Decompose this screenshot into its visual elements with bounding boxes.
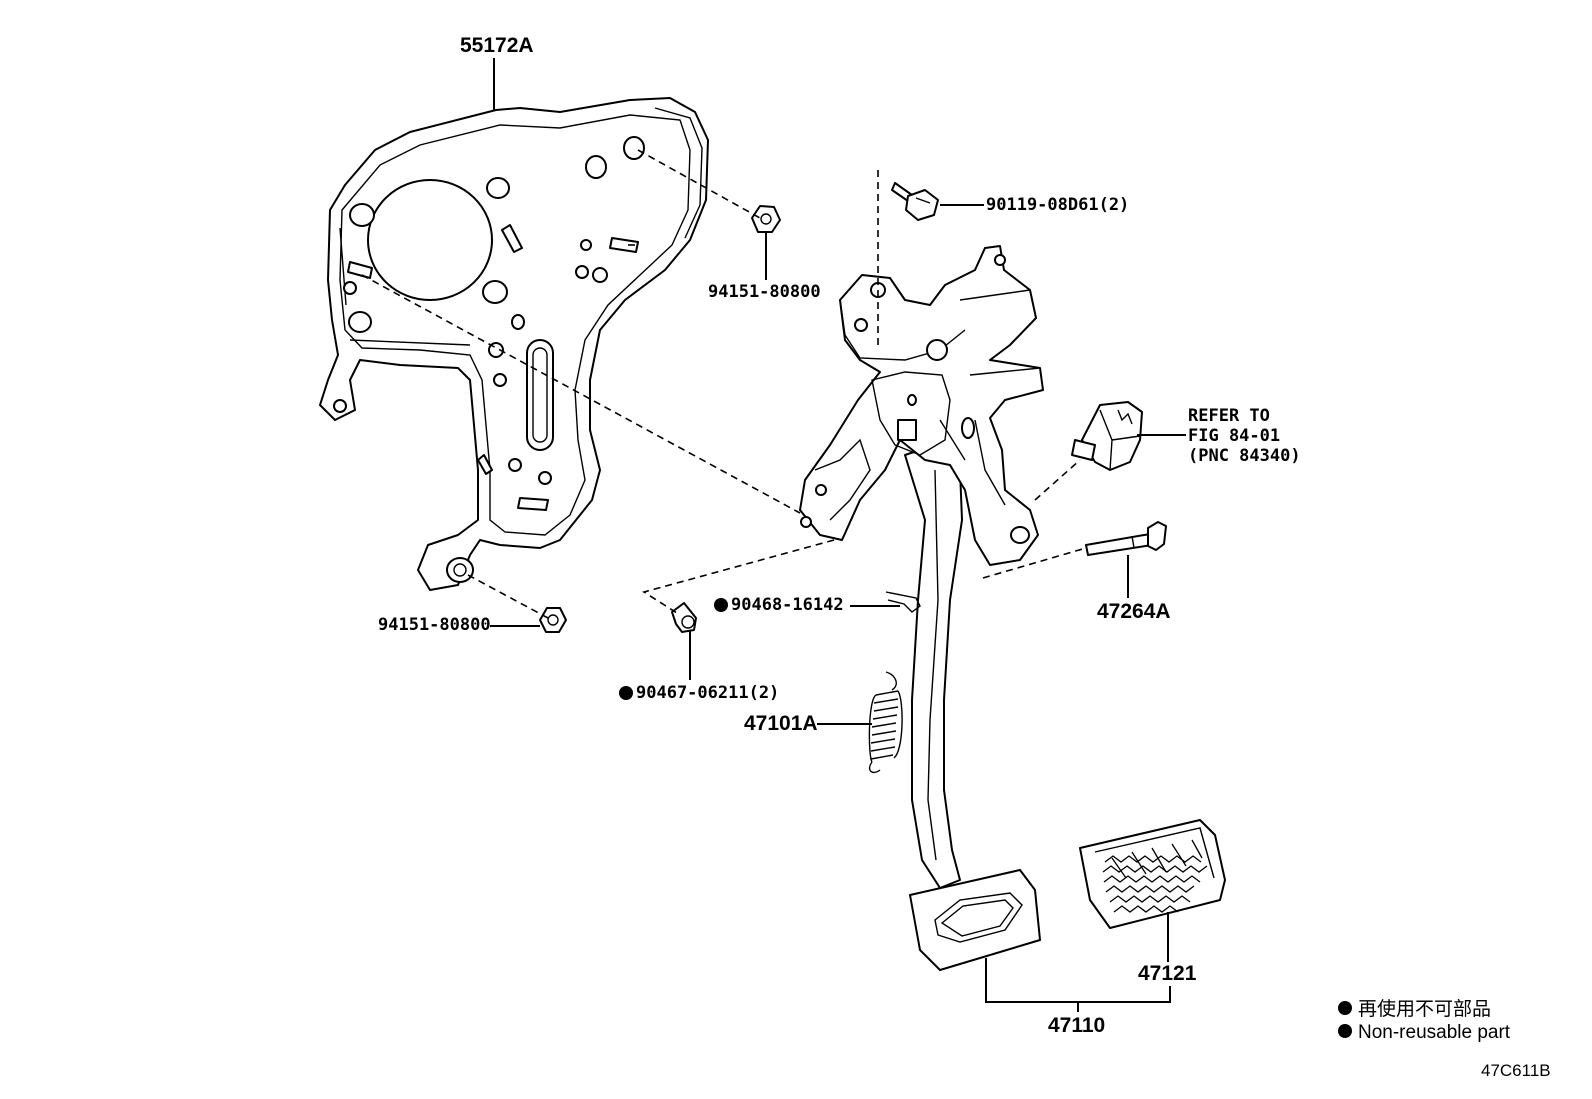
legend-line2: Non-reusable part <box>1358 1022 1511 1043</box>
brake-pedal-lever[interactable] <box>799 245 1044 971</box>
flange-nut-lower[interactable] <box>539 607 567 633</box>
legend-line1: 再使用不可部品 <box>1358 998 1491 1020</box>
return-spring[interactable] <box>868 671 903 774</box>
non-reusable-marker-bushing <box>619 686 633 700</box>
bolt[interactable] <box>891 182 939 221</box>
label-refer-line2: FIG 84-01 <box>1188 426 1280 446</box>
label-bolt: 90119-08D61(2) <box>986 195 1129 215</box>
pedal-pad[interactable] <box>1079 819 1226 929</box>
stop-lamp-switch[interactable] <box>1071 401 1143 471</box>
cotter-clip[interactable] <box>885 591 921 613</box>
bushing[interactable] <box>671 602 697 633</box>
flange-nut-upper[interactable] <box>751 205 781 233</box>
legend: 再使用不可部品 Non-reusable part <box>1338 998 1511 1043</box>
label-refer-line1: REFER TO <box>1188 406 1270 426</box>
clevis-pin[interactable] <box>1085 521 1167 556</box>
label-clip: 90468-16142 <box>731 595 844 615</box>
label-pedal-assy: 47110 <box>1048 1014 1105 1037</box>
legend-marker-1 <box>1338 1001 1352 1015</box>
label-bushing: 90467-06211(2) <box>636 683 779 703</box>
leader-lines <box>490 58 1186 1012</box>
label-nut-upper: 94151-80800 <box>708 282 821 302</box>
assembly-guide-lines <box>361 149 1087 619</box>
label-nut-lower: 94151-80800 <box>378 615 491 635</box>
label-bracket: 55172A <box>460 34 534 57</box>
label-pad: 47121 <box>1138 962 1197 985</box>
label-refer-line3: (PNC 84340) <box>1188 446 1301 466</box>
non-reusable-marker-clip <box>714 598 728 612</box>
legend-marker-2 <box>1338 1024 1352 1038</box>
pedal-bracket[interactable] <box>319 97 709 591</box>
label-pin: 47264A <box>1097 600 1171 623</box>
label-spring: 47101A <box>744 712 818 735</box>
diagram-code: 47C611B <box>1481 1061 1551 1080</box>
